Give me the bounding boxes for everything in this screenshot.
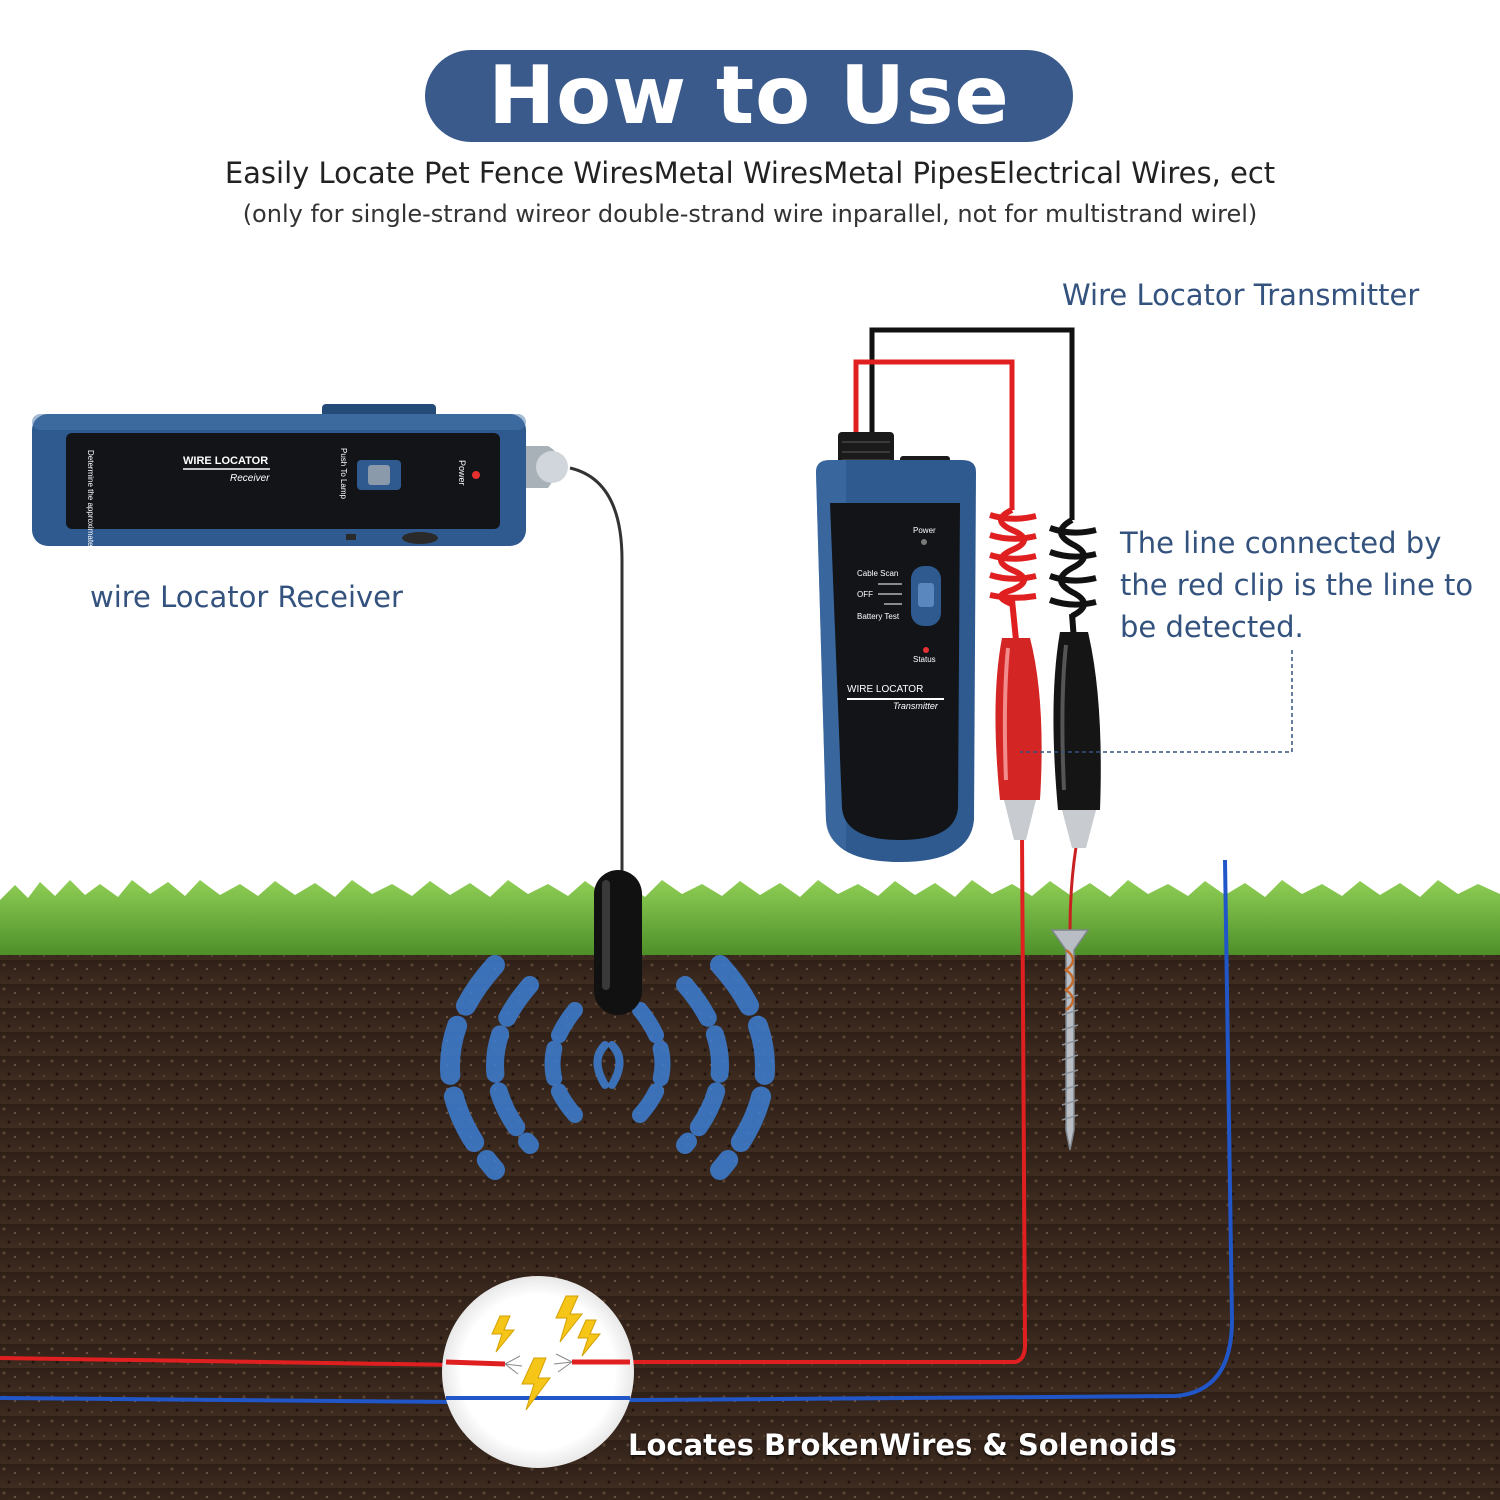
receiver-side-text: Determine the approximate depth of the w…	[86, 450, 95, 663]
switch-off: OFF	[857, 590, 873, 599]
red-buried-wire	[0, 834, 1028, 1368]
red-lead-top	[853, 359, 1015, 510]
callout-leader	[1020, 650, 1293, 753]
black-clip-icon	[1053, 632, 1101, 848]
probe-tip	[594, 870, 642, 1015]
transmitter-status-label: Status	[913, 655, 936, 664]
usage-note: (only for single-strand wireor double-st…	[242, 200, 1258, 228]
signal-waves-icon	[440, 955, 775, 1180]
red-coiled-lead	[989, 507, 1037, 641]
black-lead-top	[869, 327, 1075, 520]
soil	[0, 945, 1500, 1500]
receiver-device: Determine the approximate depth of the w…	[32, 404, 568, 663]
subtitle: Easily Locate Pet Fence WiresMetal Wires…	[224, 156, 1276, 190]
receiver-brand: WIRE LOCATOR	[183, 455, 268, 467]
bottom-caption: Locates BrokenWires & Solenoids	[628, 1428, 1177, 1462]
red-clip-icon	[995, 638, 1042, 840]
broken-wire-zoom	[442, 1276, 634, 1468]
black-coiled-lead	[1048, 517, 1097, 641]
transmitter-model: Transmitter	[893, 701, 939, 711]
grass-strip	[0, 880, 1500, 955]
title-banner: How to Use	[425, 50, 1073, 142]
transmitter-device: Power Cable Scan OFF Battery Test Status…	[816, 432, 976, 862]
switch-cable-scan: Cable Scan	[857, 569, 898, 578]
red-clip-callout: The line connected by the red clip is th…	[1120, 526, 1474, 644]
receiver-model: Receiver	[230, 473, 270, 484]
transmitter-brand: WIRE LOCATOR	[847, 684, 923, 695]
receiver-button-label: Push To Lamp	[339, 448, 348, 500]
blue-buried-wire	[0, 859, 1235, 1405]
switch-battery-test: Battery Test	[857, 612, 900, 621]
transmitter-label: Wire Locator Transmitter	[1062, 278, 1420, 312]
receiver-power-label: Power	[457, 460, 467, 486]
page-title: How to Use	[488, 49, 1010, 142]
probe-cable	[569, 466, 624, 872]
receiver-label: wire Locator Receiver	[90, 580, 403, 614]
ground-stake-icon	[1050, 929, 1090, 1151]
transmitter-power-label: Power	[913, 526, 936, 535]
spark-icon	[491, 1295, 602, 1411]
